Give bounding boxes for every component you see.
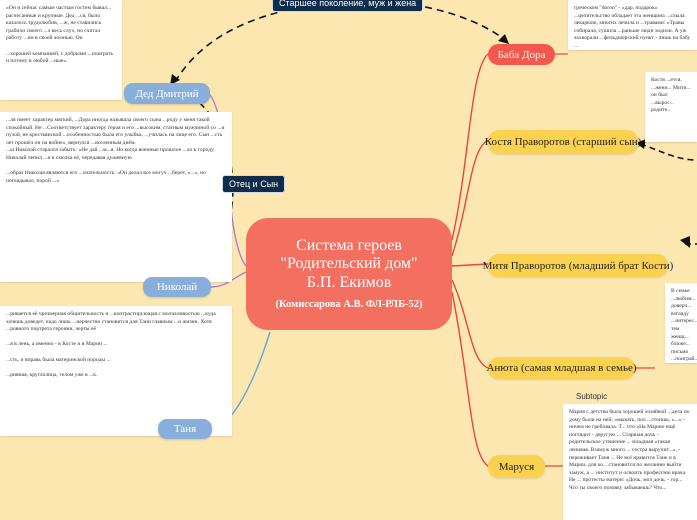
link-root-mitya bbox=[451, 263, 489, 267]
note-mitya-text: В семье ...любим... доверч... взгляду ..… bbox=[671, 288, 697, 363]
note-baba: греческом "doron" - «дар, подарок» ...це… bbox=[568, 0, 697, 50]
note-nikolai: ...ля имеет характер мягкий, ...Дора ино… bbox=[0, 112, 232, 282]
note-ded-text: «Он и сейчас самым частым гостем бывал..… bbox=[6, 5, 114, 65]
link-root-anyuta bbox=[451, 279, 489, 369]
root-title-line2: "Родительский дом" bbox=[280, 255, 418, 273]
subtopic-label: Subtopic bbox=[576, 392, 608, 401]
root-author: (Комиссарова А.В. ФЛ-РЛБ-52) bbox=[275, 299, 423, 311]
node-anyuta[interactable]: Анюта (самая младшая в семье) bbox=[486, 357, 637, 379]
note-baba-text: греческом "doron" - «дар, подарок» ...це… bbox=[574, 5, 692, 49]
relation-top-arrowhead-end bbox=[498, 34, 509, 44]
root-title-line1: Система героев bbox=[296, 236, 402, 254]
node-kostya[interactable]: Костя Праворотов (старший сын) bbox=[485, 130, 641, 154]
node-marus[interactable]: Маруся bbox=[488, 455, 545, 478]
relation-kostya-arrowhead bbox=[636, 139, 646, 149]
link-root-kostya bbox=[451, 139, 489, 257]
relation-kostya-dashed-arrow bbox=[639, 143, 697, 161]
node-ded-dmitry[interactable]: Дед Дмитрий bbox=[124, 83, 210, 104]
relation-top-dashed-arrow bbox=[174, 0, 506, 83]
root-topic[interactable]: Система героев "Родительский дом" Б.П. Е… bbox=[246, 218, 452, 330]
root-title-line3: Б.П. Екимов bbox=[306, 274, 392, 292]
note-tanya: ...ривается её чрезмерная общительность … bbox=[0, 306, 232, 436]
relation-mitya-arrowhead bbox=[680, 236, 690, 248]
note-nikolai-text: ...ля имеет характер мягкий, ...Дора ино… bbox=[6, 117, 225, 184]
note-kostya: Костя ...ется, ...жени... Мити... он был… bbox=[645, 72, 697, 142]
node-mitya[interactable]: Митя Праворотов (младший брат Кости) bbox=[483, 254, 673, 277]
relation-top-arrowhead bbox=[170, 74, 180, 85]
note-kostya-text: Костя ...ется, ...жени... Мити... он был… bbox=[651, 77, 693, 114]
note-mitya: В семье ...любим... доверч... взгляду ..… bbox=[665, 283, 697, 363]
node-nikolai[interactable]: Николай bbox=[143, 277, 211, 297]
relation-label-father-son[interactable]: Отец и Сын bbox=[222, 175, 286, 193]
link-root-baba bbox=[451, 53, 489, 241]
note-tanya-text: ...ривается её чрезмерная общительность … bbox=[6, 311, 216, 378]
note-marus-text: Мария с детства была хорошей хозяйкой ..… bbox=[569, 409, 691, 491]
relation-label-spouses[interactable]: Старшее поколение, муж и жена bbox=[272, 0, 424, 12]
node-tanya[interactable]: Таня bbox=[158, 419, 212, 439]
note-marus: Мария с детства была хорошей хозяйкой ..… bbox=[563, 404, 697, 520]
link-root-marus bbox=[451, 291, 489, 467]
node-baba-dora[interactable]: Баба Дора bbox=[488, 44, 555, 65]
link-root-nikolai bbox=[210, 271, 247, 288]
note-ded: «Он и сейчас самым частым гостем бывал..… bbox=[0, 0, 122, 100]
